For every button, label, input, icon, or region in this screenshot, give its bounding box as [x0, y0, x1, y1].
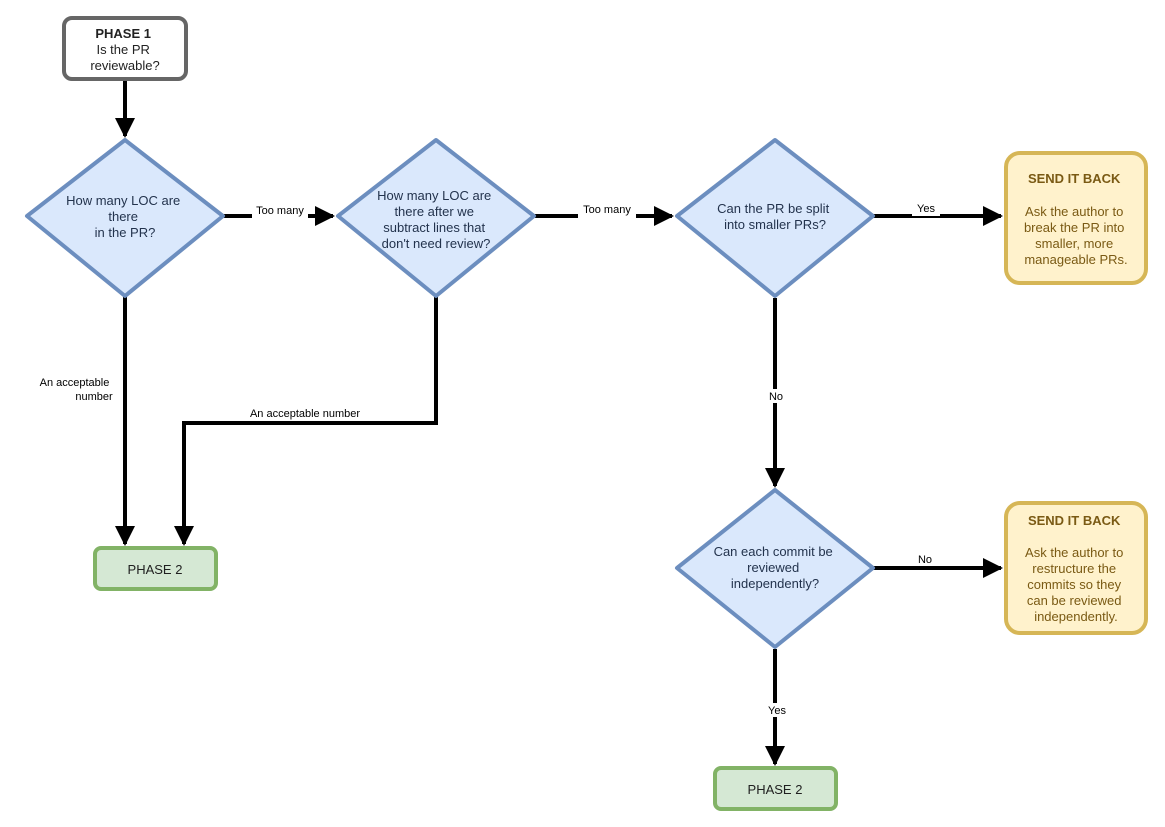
edge-label-commit-no: No — [918, 554, 932, 566]
send-back-title: SEND IT BACK — [1028, 513, 1121, 528]
send-back-line: manageable PRs. — [1024, 252, 1127, 267]
decision-line: independently? — [731, 576, 819, 591]
decision-line: How many LOC are — [377, 188, 491, 203]
decision-line: How many LOC are — [66, 193, 180, 208]
decision-line: there — [108, 209, 138, 224]
decision-line: reviewed — [747, 560, 799, 575]
phase2-label: PHASE 2 — [748, 782, 803, 797]
send-back-title: SEND IT BACK — [1028, 171, 1121, 186]
decision-line: subtract lines that — [383, 220, 485, 235]
send-back-line: restructure the — [1032, 561, 1116, 576]
send-back-line: independently. — [1034, 609, 1118, 624]
edge-label-loc-too-many: Too many — [256, 205, 304, 217]
svg-text:How many LOC are there: How many LOC are there in the PR? — [66, 193, 184, 240]
decision-subtract: How many LOC are there after we subtract… — [336, 138, 536, 298]
send-back-line: commits so they — [1027, 577, 1121, 592]
svg-text:PHASE 1 Is the PR: PHASE 1 Is the PR reviewable? — [90, 26, 159, 73]
send-back-line: Ask the author to — [1025, 545, 1123, 560]
decision-split: Can the PR be split into smaller PRs? — [675, 138, 875, 298]
decision-line: don't need review? — [382, 236, 491, 251]
svg-text:SEND IT BACK Ask the aut: SEND IT BACK Ask the author to restructu… — [1025, 513, 1127, 624]
phase1-line: Is the PR — [96, 42, 149, 57]
send-back-line: can be reviewed — [1027, 593, 1122, 608]
send-back-box-split: SEND IT BACK Ask the author to break the… — [1004, 151, 1148, 285]
svg-text:Can each commit be revie: Can each commit be reviewed independentl… — [714, 544, 837, 591]
edge-label-split-yes: Yes — [917, 203, 935, 215]
decision-line: into smaller PRs? — [724, 217, 826, 232]
decision-line: there after we — [394, 204, 474, 219]
edge-label-split-no: No — [769, 391, 783, 403]
decision-line: in the PR? — [95, 225, 156, 240]
phase2-label: PHASE 2 — [128, 562, 183, 577]
send-back-line: smaller, more — [1035, 236, 1113, 251]
decision-loc: How many LOC are there in the PR? — [25, 138, 225, 298]
edge-subtract-acceptable — [174, 297, 438, 546]
svg-text:How many LOC are there a: How many LOC are there after we subtract… — [377, 188, 495, 251]
phase1-line: reviewable? — [90, 58, 159, 73]
edge-label-loc-acceptable: An acceptable number — [40, 377, 113, 403]
phase2-box-bottom: PHASE 2 — [713, 766, 838, 811]
phase1-box: PHASE 1 Is the PR reviewable? — [62, 16, 188, 81]
phase1-title: PHASE 1 — [95, 26, 151, 41]
edge-label-subtract-acceptable: An acceptable number — [250, 408, 360, 420]
send-back-box-commit: SEND IT BACK Ask the author to restructu… — [1004, 501, 1148, 635]
decision-line: Can each commit be — [714, 544, 833, 559]
svg-text:Can the PR be split into: Can the PR be split into smaller PRs? — [717, 201, 833, 232]
phase2-box-left: PHASE 2 — [93, 546, 218, 591]
send-back-line: Ask the author to — [1025, 204, 1123, 219]
edge-label-commit-yes: Yes — [768, 705, 786, 717]
decision-commit: Can each commit be reviewed independentl… — [675, 488, 875, 649]
decision-line: Can the PR be split — [717, 201, 829, 216]
edge-label-subtract-too-many: Too many — [583, 204, 631, 216]
send-back-line: break the PR into — [1024, 220, 1124, 235]
svg-text:SEND IT BACK Ask the aut: SEND IT BACK Ask the author to break the… — [1024, 171, 1128, 267]
